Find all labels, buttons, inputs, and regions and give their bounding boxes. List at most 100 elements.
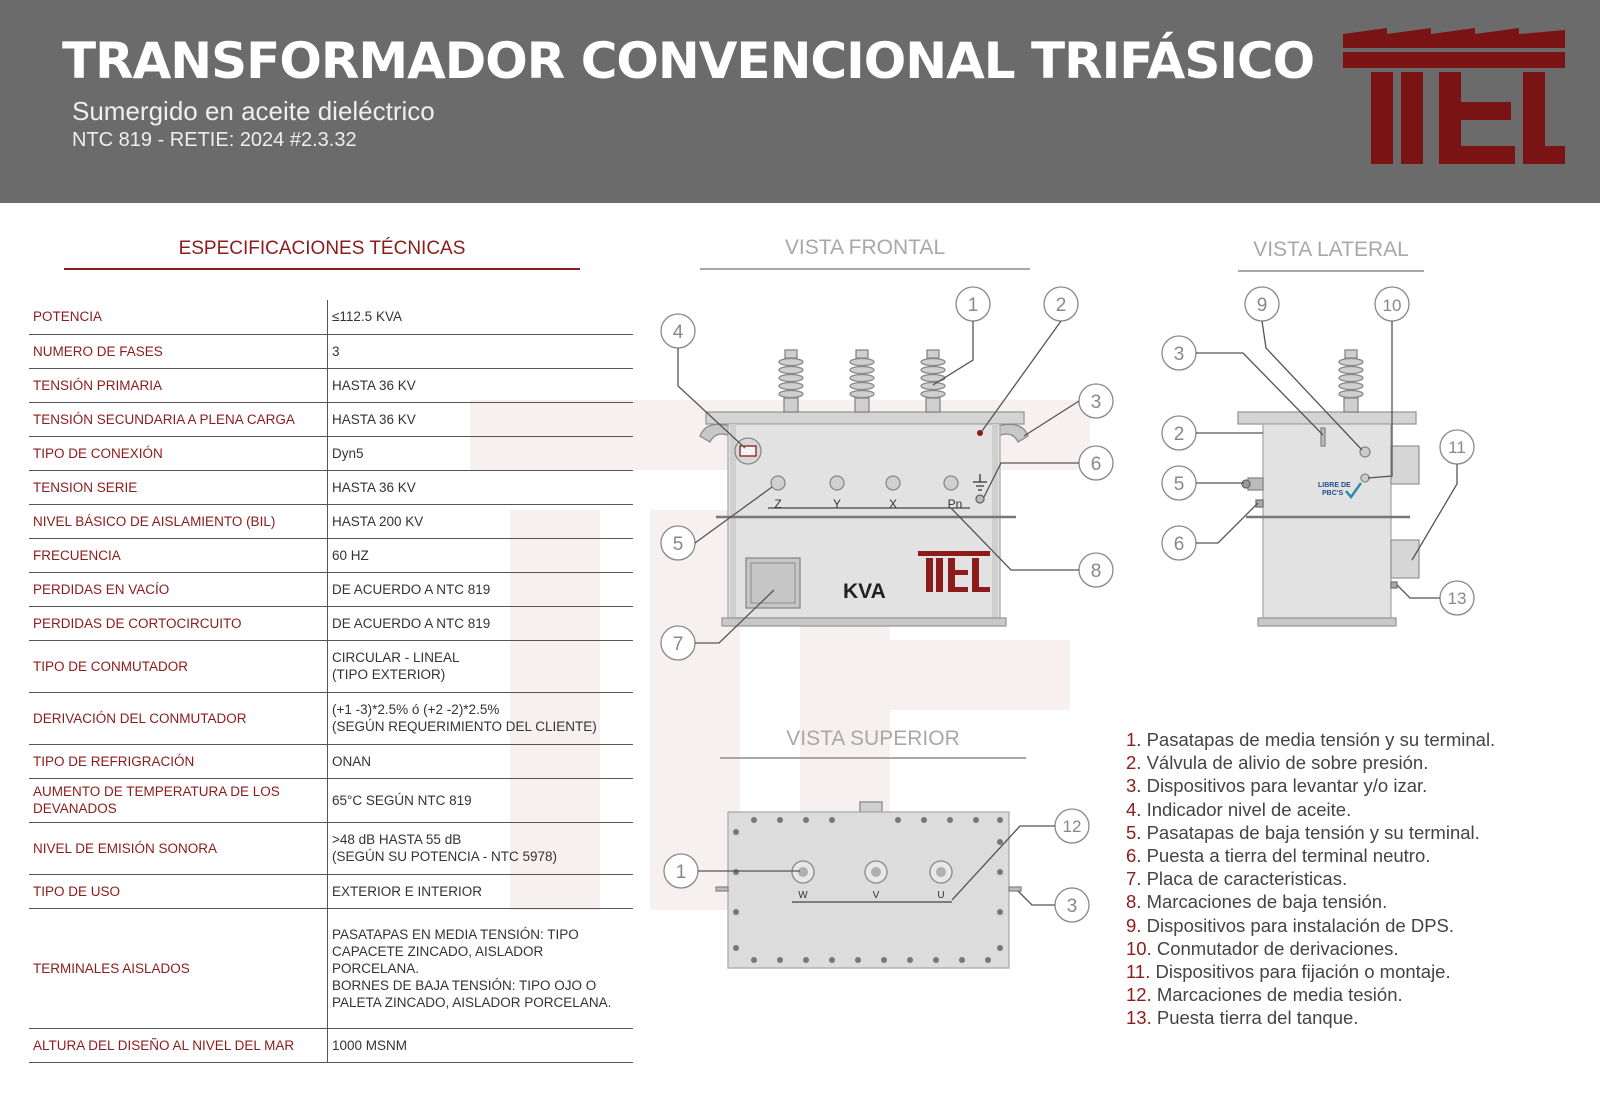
callout-number: 3	[1174, 344, 1185, 365]
spec-value: PASATAPAS EN MEDIA TENSIÓN: TIPO CAPACET…	[327, 908, 633, 1029]
spec-value: (+1 -3)*2.5% ó (+2 -2)*2.5% (SEGÚN REQUE…	[327, 692, 633, 745]
norm-reference: NTC 819 - RETIE: 2024 #2.3.32	[72, 129, 357, 151]
pbc-badge-line2: PBC'S	[1322, 490, 1343, 497]
spec-value: 3	[327, 334, 633, 369]
legend-item: 8. Marcaciones de baja tensión.	[1126, 891, 1388, 913]
header-banner: TRANSFORMADOR CONVENCIONAL TRIFÁSICO Sum…	[0, 0, 1600, 203]
legend-item: 9. Dispositivos para instalación de DPS.	[1126, 914, 1455, 936]
legend-item: 2. Válvula de alivio de sobre presión.	[1126, 752, 1429, 774]
front-view-drawing	[660, 286, 1114, 661]
spec-value: HASTA 36 KV	[327, 368, 633, 403]
callout-number: 12	[1063, 817, 1082, 836]
callout-number: 3	[1067, 896, 1078, 917]
top-terminal-label: W	[798, 890, 808, 901]
front-terminal-label: Pn	[948, 497, 963, 511]
front-kva-label: KVA	[843, 580, 886, 603]
spec-label: PERDIDAS DE CORTOCIRCUITO	[29, 606, 328, 641]
callout-number: 8	[1091, 561, 1102, 582]
top-view-rule	[720, 757, 1026, 759]
front-view-rule	[700, 268, 1030, 270]
spec-row: DERIVACIÓN DEL CONMUTADOR(+1 -3)*2.5% ó …	[29, 692, 633, 745]
spec-row: NIVEL BÁSICO DE AISLAMIENTO (BIL)HASTA 2…	[29, 504, 633, 539]
front-terminal-label: X	[889, 497, 897, 511]
spec-value: 65°C SEGÚN NTC 819	[327, 778, 633, 823]
spec-value: ONAN	[327, 744, 633, 779]
legend-item: 12. Marcaciones de media tesión.	[1126, 984, 1403, 1006]
front-terminal-label: Y	[833, 497, 841, 511]
callout-number: 2	[1174, 424, 1185, 445]
spec-label: TIPO DE CONEXIÓN	[29, 436, 328, 471]
parts-legend: 1. Pasatapas de media tensión y su termi…	[1126, 728, 1495, 1030]
page-subtitle: Sumergido en aceite dieléctrico	[72, 96, 435, 126]
callout-number: 1	[968, 295, 979, 316]
callout-number: 11	[1448, 438, 1466, 457]
spec-value: HASTA 200 KV	[327, 504, 633, 539]
legend-item: 10. Conmutador de derivaciones.	[1126, 937, 1399, 959]
spec-label: TIPO DE USO	[29, 874, 328, 909]
spec-label: TIPO DE CONMUTADOR	[29, 640, 328, 693]
spec-value: >48 dB HASTA 55 dB (SEGÚN SU POTENCIA - …	[327, 822, 633, 875]
spec-value: 1000 MSNM	[327, 1028, 633, 1063]
callout-number: 6	[1091, 454, 1102, 475]
legend-item: 13. Puesta tierra del tanque.	[1126, 1007, 1359, 1029]
callout-number: 6	[1174, 534, 1185, 555]
spec-row: NIVEL DE EMISIÓN SONORA>48 dB HASTA 55 d…	[29, 822, 633, 875]
side-view-rule	[1238, 270, 1424, 272]
top-view-title: VISTA SUPERIOR	[786, 727, 960, 750]
callout-number: 2	[1056, 295, 1067, 316]
spec-label: DERIVACIÓN DEL CONMUTADOR	[29, 692, 328, 745]
spec-label: POTENCIA	[29, 300, 328, 335]
front-lv-bushings	[770, 475, 959, 491]
callout-number: 13	[1448, 589, 1467, 608]
front-view-title: VISTA FRONTAL	[784, 236, 946, 259]
top-terminal-label: U	[937, 890, 944, 901]
page-title: TRANSFORMADOR CONVENCIONAL TRIFÁSICO	[62, 32, 1315, 90]
spec-label: NIVEL BÁSICO DE AISLAMIENTO (BIL)	[29, 504, 328, 539]
legend-item: 5. Pasatapas de baja tensión y su termin…	[1126, 821, 1480, 843]
legend-item: 1. Pasatapas de media tensión y su termi…	[1126, 729, 1496, 750]
check-icon	[1345, 482, 1362, 499]
legend-item: 3. Dispositivos para levantar y/o izar.	[1126, 775, 1428, 797]
spec-value: HASTA 36 KV	[327, 402, 633, 437]
callout-number: 5	[673, 534, 684, 555]
top-terminal-label: V	[873, 890, 880, 901]
spec-value: ≤112.5 KVA	[327, 300, 633, 335]
front-tank-logo	[918, 551, 990, 592]
callout-number: 10	[1383, 296, 1402, 315]
tec-logo	[1343, 28, 1565, 164]
spec-value: 60 HZ	[327, 538, 633, 573]
callout-number: 7	[673, 634, 684, 655]
legend-item: 4. Indicador nivel de aceite.	[1126, 798, 1352, 820]
spec-value: Dyn5	[327, 436, 633, 471]
spec-value: HASTA 36 KV	[327, 470, 633, 505]
spec-value: CIRCULAR - LINEAL (TIPO EXTERIOR)	[327, 640, 633, 693]
callout-number: 3	[1091, 392, 1102, 413]
top-view-drawing	[663, 801, 1090, 969]
side-view-drawing: LIBRE DE PBC'S	[1161, 286, 1475, 627]
callout-number: 9	[1257, 295, 1268, 316]
spec-value: DE ACUERDO A NTC 819	[327, 606, 633, 641]
callout-number: 1	[676, 862, 687, 883]
spec-label: TIPO DE REFRIGRACIÓN	[29, 744, 328, 779]
callout-number: 5	[1174, 474, 1185, 495]
legend-item: 11. Dispositivos para fijación o montaje…	[1126, 961, 1451, 983]
spec-label: NIVEL DE EMISIÓN SONORA	[29, 822, 328, 875]
spec-label: FRECUENCIA	[29, 538, 328, 573]
spec-label: TENSIÓN PRIMARIA	[29, 368, 328, 403]
legend-item: 7. Placa de caracteristicas.	[1126, 868, 1348, 890]
pbc-badge-line1: LIBRE DE	[1318, 482, 1351, 489]
